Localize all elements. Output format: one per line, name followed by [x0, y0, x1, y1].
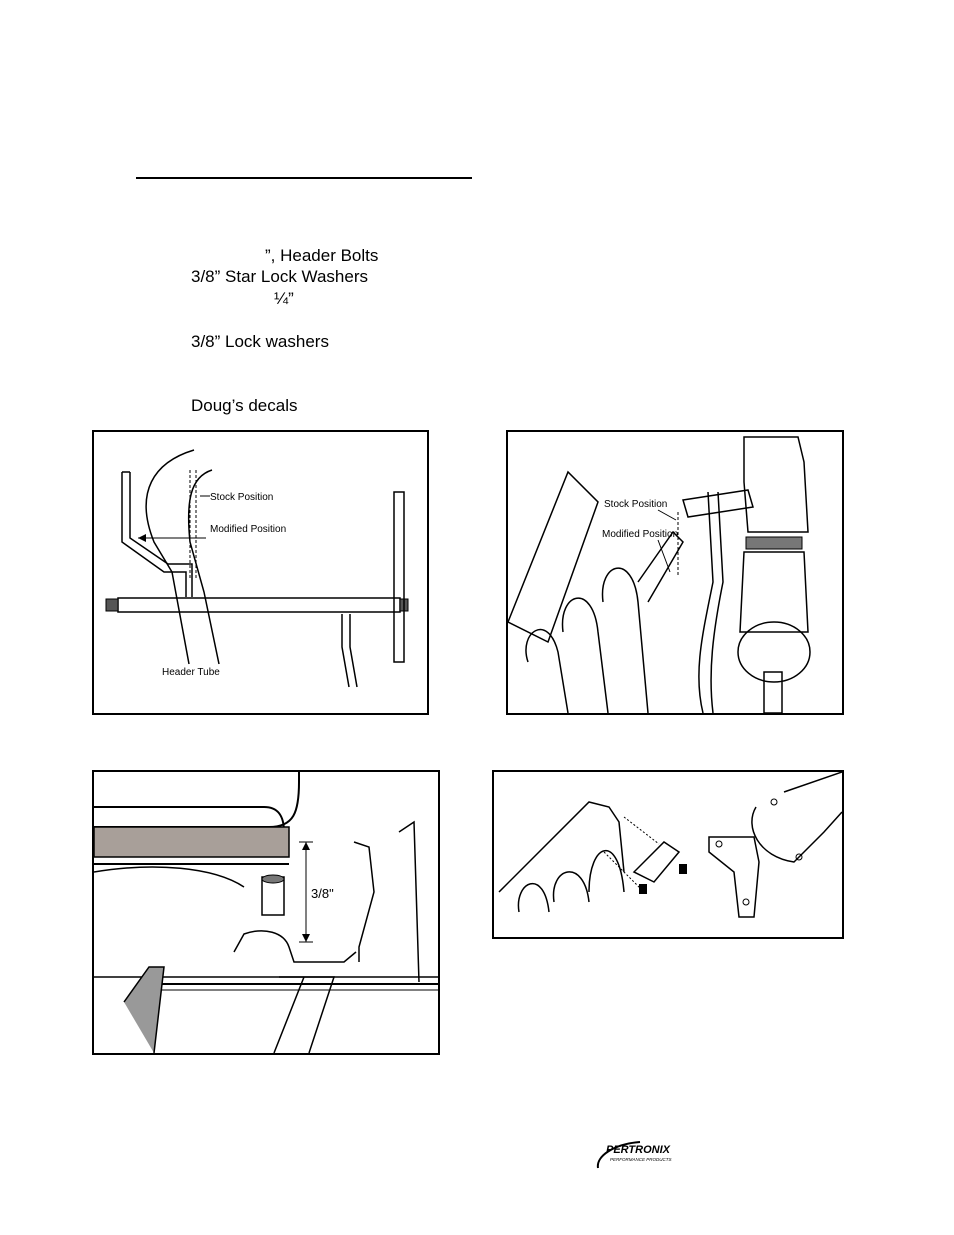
- label-modified-position-2: Modified Position: [602, 529, 678, 540]
- svg-text:PERTRONIX: PERTRONIX: [606, 1144, 671, 1156]
- figure-spacer-drawing: 3/8": [94, 772, 438, 1053]
- figure-header-mount-drawing: Stock Position Modified Position: [508, 436, 811, 713]
- parts-item-star-lock-washers: 3/8” Star Lock Washers: [191, 267, 368, 286]
- section-rule: [136, 177, 472, 179]
- label-stock-position: Stock Position: [210, 492, 273, 503]
- label-header-tube: Header Tube: [162, 667, 220, 678]
- figure-header-mount: Stock Position Modified Position: [506, 430, 844, 715]
- parts-item-lock-washers: 3/8” Lock washers: [191, 332, 329, 351]
- parts-item-decals: Doug’s decals: [191, 396, 298, 415]
- svg-text:PERFORMANCE PRODUCTS: PERFORMANCE PRODUCTS: [610, 1157, 672, 1162]
- figure-spacer: 3/8": [92, 770, 440, 1055]
- pertronix-logo-mark: PERTRONIX PERFORMANCE PRODUCTS: [596, 1141, 672, 1169]
- figure-bracket-positions-drawing: Stock Position Modified Position Header …: [105, 449, 409, 688]
- figure-exploded-bracket: [492, 770, 844, 939]
- label-stock-position-2: Stock Position: [604, 499, 667, 510]
- figure-exploded-bracket-drawing: [498, 772, 842, 918]
- label-spacer-dimension: 3/8": [311, 886, 334, 901]
- label-modified-position: Modified Position: [210, 524, 286, 535]
- parts-item-header-bolts: ”, Header Bolts: [265, 246, 379, 265]
- parts-item-quarter-inch: ¼”: [274, 289, 294, 308]
- pertronix-logo: PERTRONIX PERFORMANCE PRODUCTS: [594, 1138, 674, 1172]
- figure-bracket-positions: Stock Position Modified Position Header …: [92, 430, 429, 715]
